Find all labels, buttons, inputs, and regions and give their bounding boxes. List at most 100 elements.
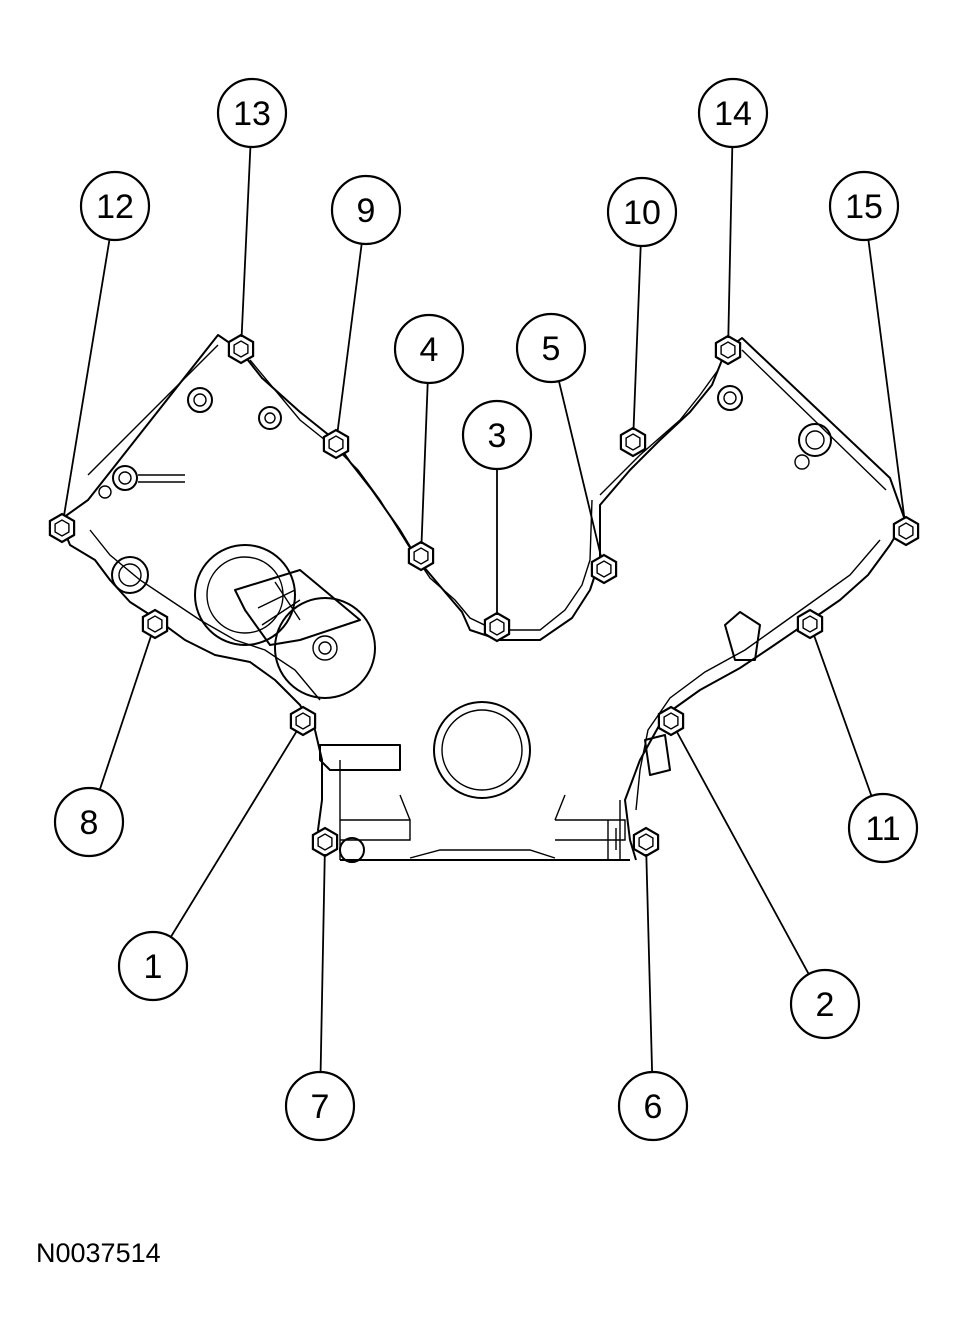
- callout-14: 14: [697, 77, 769, 149]
- bolt-4-inner: [413, 547, 429, 565]
- bolt-5: [590, 553, 618, 585]
- callout-11: 11: [847, 792, 919, 864]
- bolt-4-hex: [407, 540, 435, 572]
- tensioner-arm: [234, 569, 361, 646]
- bolt-8-hex: [141, 608, 169, 640]
- bolt-15: [892, 515, 920, 547]
- callout-4: 4: [393, 313, 465, 385]
- bolt-11-inner: [802, 615, 818, 633]
- callout-3-label: 3: [488, 417, 507, 455]
- bolt-1: [289, 705, 317, 737]
- callout-8: 8: [53, 786, 125, 858]
- bolt-2-hex: [657, 705, 685, 737]
- callout-12: 12: [79, 170, 151, 242]
- callout-14-label: 14: [714, 95, 752, 133]
- callout-12-label: 12: [96, 188, 134, 226]
- callout-13: 13: [216, 77, 288, 149]
- tensioner-pulley: [274, 597, 376, 699]
- bolt-8: [141, 608, 169, 640]
- leader-line-9: [336, 243, 363, 433]
- bolt-15-inner: [898, 522, 914, 540]
- bolt-3-inner: [489, 618, 505, 636]
- callout-3: 3: [461, 399, 533, 471]
- leader-line-12: [63, 239, 111, 517]
- bolt-9-inner: [328, 435, 344, 453]
- bolt-7-inner: [317, 833, 333, 851]
- leader-line-14: [727, 146, 734, 339]
- leader-line-1: [170, 730, 298, 938]
- callout-1-label: 1: [144, 948, 163, 986]
- bolt-14: [714, 334, 742, 366]
- leader-lines: [63, 146, 906, 1073]
- bolt-10-hex: [619, 426, 647, 458]
- bolt-11: [796, 608, 824, 640]
- bolt-5-inner: [596, 560, 612, 578]
- leader-line-15: [867, 239, 906, 520]
- bolt-13-inner: [233, 340, 249, 358]
- bolt-15-hex: [892, 515, 920, 547]
- bolt-7: [311, 826, 339, 858]
- bolt-6: [632, 826, 660, 858]
- bolt-11-hex: [796, 608, 824, 640]
- bolt-13: [227, 333, 255, 365]
- bolt-14-inner: [720, 341, 736, 359]
- leader-line-13: [240, 146, 252, 338]
- bolt-5-hex: [590, 553, 618, 585]
- leader-line-4: [420, 382, 429, 545]
- callout-13-label: 13: [233, 95, 271, 133]
- callout-11-label: 11: [865, 810, 900, 848]
- bolt-6-hex: [632, 826, 660, 858]
- bolt-12: [48, 512, 76, 544]
- callout-1: 1: [117, 930, 189, 1002]
- leader-line-5: [558, 380, 603, 558]
- bolt-7-hex: [311, 826, 339, 858]
- callout-15-label: 15: [845, 188, 883, 226]
- callout-10-label: 10: [623, 194, 661, 232]
- callout-9-label: 9: [357, 192, 376, 230]
- sensor-connector: [319, 744, 401, 771]
- cover-features: [98, 385, 832, 863]
- bolt-12-inner: [54, 519, 70, 537]
- callout-9: 9: [330, 174, 402, 246]
- callout-6: 6: [617, 1070, 689, 1142]
- figure-code: N0037514: [36, 1238, 161, 1268]
- bolt-14-hex: [714, 334, 742, 366]
- callout-5-label: 5: [542, 330, 561, 368]
- leader-line-8: [98, 635, 153, 790]
- bolt-1-inner: [295, 712, 311, 730]
- leader-line-7: [319, 853, 326, 1073]
- callout-5: 5: [515, 312, 587, 384]
- bolt-9-hex: [322, 428, 350, 460]
- callout-7: 7: [284, 1070, 356, 1142]
- bolt-6-inner: [638, 833, 654, 851]
- idler-pulley: [194, 544, 296, 646]
- callout-4-label: 4: [420, 331, 439, 369]
- bolt-1-hex: [289, 705, 317, 737]
- leader-line-6: [645, 853, 653, 1073]
- bolt-12-hex: [48, 512, 76, 544]
- bolt-2-inner: [663, 712, 679, 730]
- bolts: [48, 333, 920, 858]
- bolt-4: [407, 540, 435, 572]
- callout-15: 15: [828, 170, 900, 242]
- leader-line-10: [632, 245, 642, 431]
- bolt-8-inner: [147, 615, 163, 633]
- bolt-3-hex: [483, 611, 511, 643]
- leader-line-11: [813, 634, 873, 797]
- callout-7-label: 7: [311, 1088, 330, 1126]
- callout-6-label: 6: [644, 1088, 663, 1126]
- bolt-9: [322, 428, 350, 460]
- bolt-10: [619, 426, 647, 458]
- callout-2-label: 2: [816, 986, 835, 1024]
- callouts: 1 2 3 4 5 6 7 8: [53, 77, 919, 1142]
- leader-line-2: [675, 731, 810, 975]
- callout-2: 2: [789, 968, 861, 1040]
- callout-10: 10: [606, 176, 678, 248]
- bolt-10-inner: [625, 433, 641, 451]
- bolt-13-hex: [227, 333, 255, 365]
- crankshaft-seal-bore: [433, 701, 531, 799]
- bolt-2: [657, 705, 685, 737]
- bolt-3: [483, 611, 511, 643]
- callout-8-label: 8: [80, 804, 99, 842]
